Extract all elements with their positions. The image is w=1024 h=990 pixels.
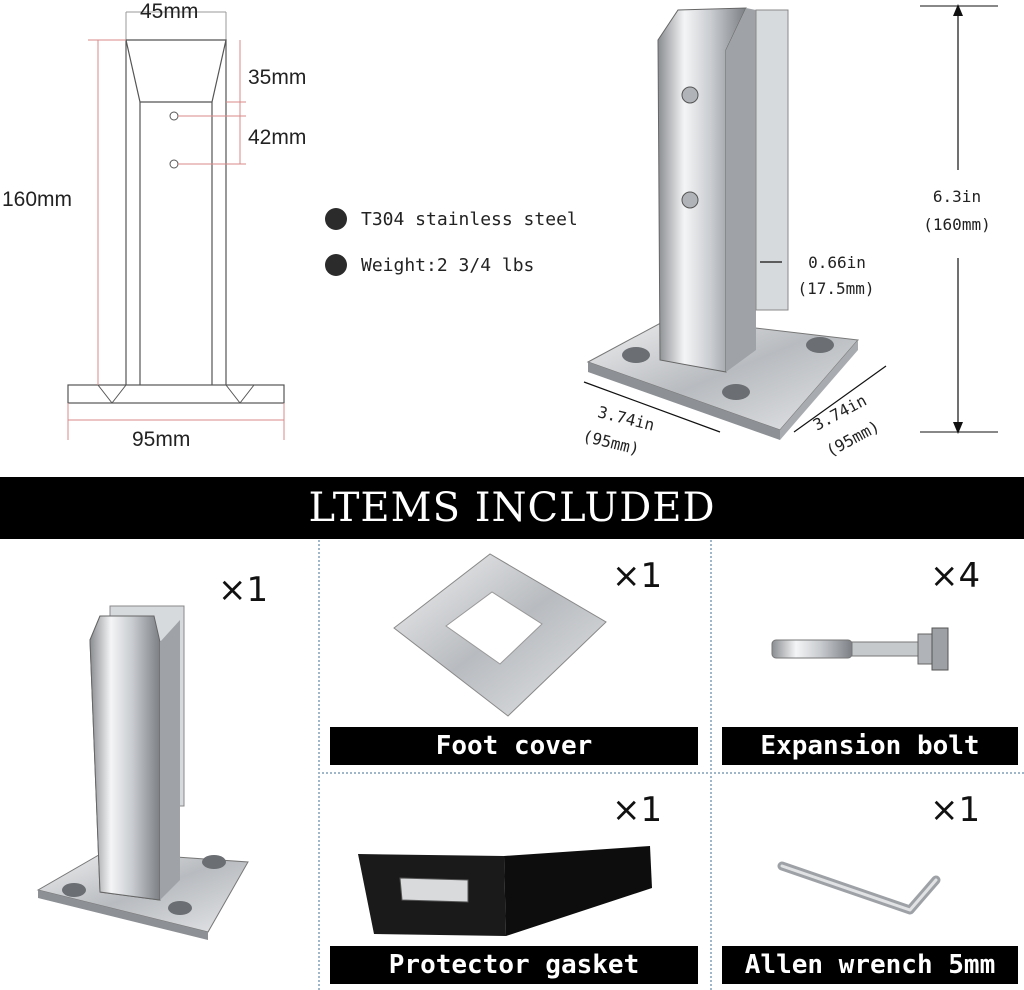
technical-drawing bbox=[67, 11, 285, 440]
feature-text: Weight:2 3/4 lbs bbox=[361, 254, 535, 276]
dim-total-height: 160mm bbox=[2, 188, 73, 211]
qty-wrench: ×1 bbox=[930, 790, 981, 830]
photo-height-in: 6.3in bbox=[932, 187, 982, 206]
dim-base-width: 95mm bbox=[132, 428, 191, 451]
items-included-banner: LTEMS INCLUDED bbox=[0, 477, 1024, 539]
qty-expansion-bolt: ×4 bbox=[930, 556, 981, 596]
divider-horizontal bbox=[318, 772, 1024, 774]
label-expansion-bolt: Expansion bolt bbox=[722, 727, 1018, 765]
feature-weight: Weight:2 3/4 lbs bbox=[325, 254, 534, 276]
bullet-icon bbox=[325, 254, 347, 276]
feature-material: T304 stainless steel bbox=[325, 208, 578, 230]
photo-height-mm: (160mm) bbox=[923, 215, 991, 234]
label-foot-cover: Foot cover bbox=[330, 727, 698, 765]
dim-width-top: 45mm bbox=[140, 0, 199, 23]
photo-slot-mm: (17.5mm) bbox=[797, 279, 875, 298]
spigot-product-photo bbox=[583, 4, 998, 440]
bullet-icon bbox=[325, 208, 347, 230]
allen-wrench-image bbox=[777, 861, 941, 915]
qty-spigot: ×1 bbox=[218, 570, 269, 610]
label-protector-gasket: Protector gasket bbox=[330, 946, 698, 984]
divider-vertical-2 bbox=[710, 540, 712, 990]
expansion-bolt-image bbox=[771, 627, 949, 671]
dim-cap-height: 35mm bbox=[248, 66, 307, 89]
foot-cover-image bbox=[393, 553, 607, 717]
protector-gasket-image bbox=[358, 846, 652, 936]
qty-foot-cover: ×1 bbox=[612, 556, 663, 596]
divider-vertical-1 bbox=[318, 540, 320, 990]
spigot-item-image bbox=[36, 605, 249, 940]
feature-text: T304 stainless steel bbox=[361, 208, 578, 230]
label-allen-wrench: Allen wrench 5mm bbox=[722, 946, 1018, 984]
photo-slot-in: 0.66in bbox=[808, 253, 866, 272]
dim-hole-spacing: 42mm bbox=[248, 126, 307, 149]
qty-gasket: ×1 bbox=[612, 790, 663, 830]
